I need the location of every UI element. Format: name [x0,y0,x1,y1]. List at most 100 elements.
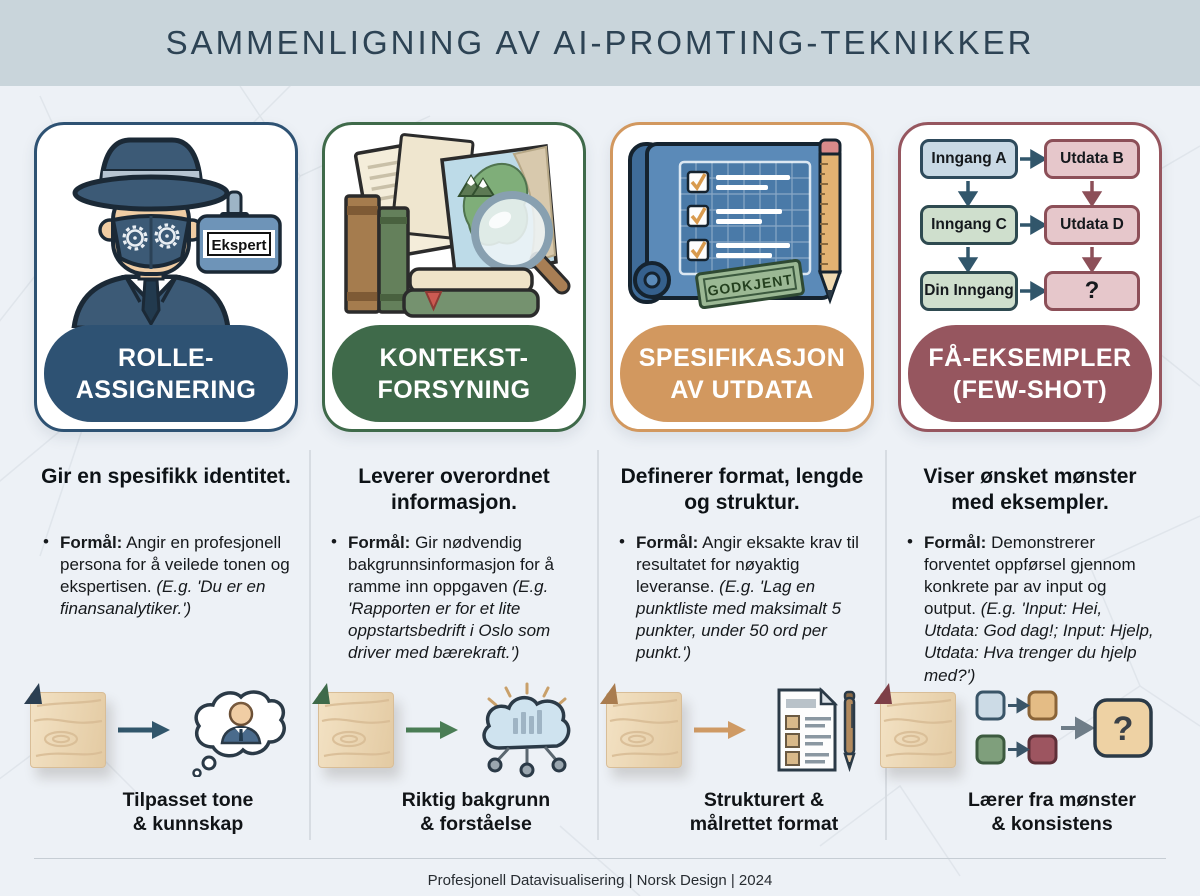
formal-bullet: Formål: Angir en profesjonell persona fo… [38,531,294,620]
column-divider [597,450,599,840]
description-fa-eksempler: Viser ønsket mønster med eksempler. Form… [898,448,1162,685]
formal-example: (E.g. 'Input: Hei, Utdata: God dag!; Inp… [924,599,1154,685]
footer: Profesjonell Datavisualisering | Norsk D… [34,858,1166,889]
description-spesifikasjon-utdata: Definerer format, lengde og struktur. Fo… [610,448,874,680]
card-illustration: Inngang A Utdata B Inngang C Utdata D Di… [901,125,1159,327]
card-fa-eksempler: Inngang A Utdata B Inngang C Utdata D Di… [898,122,1162,432]
outcome-rolle-assignering: Tilpasset tone & kunnskap [24,680,298,844]
pattern-learning-icon: ? [975,690,1153,765]
corner-fold [600,683,618,704]
formal-text: Demonstrerer forventet oppførsel gjennom… [924,533,1136,619]
books-map-illustration [344,133,571,318]
description-row: Gir en spesifikk identitet. Formål: Angi… [34,448,1166,685]
card-rolle-assignering: Ekspert ROLLE- ASSIGNERING [34,122,298,432]
summary-heading: Definerer format, lengde og struktur. [620,465,864,515]
cloud-knowledge-icon [482,682,571,778]
wooden-block [600,683,682,768]
wood-grain [883,698,953,758]
description-kontekst-forsyning: Leverer overordnet informasjon. Formål: … [322,448,586,680]
pen-icon [843,690,856,773]
page-title: SAMMENLIGNING AV AI-PROMTING-TEKNIKKER [165,24,1035,61]
formal-text: Gir nødvendig bakgrunnsinformasjon for å… [348,533,555,597]
card-title-rolle-assignering: ROLLE- ASSIGNERING [44,325,288,422]
summary-heading: Viser ønsket mønster med eksempler. [923,465,1137,515]
godkjent-stamp: GODKJENT [695,258,805,310]
gear-icons [122,223,180,251]
formal-example: (E.g. 'Lag en punktliste med maksimalt 5… [636,577,842,663]
card-title-fa-eksempler: FÅ-EKSEMPLER (FEW-SHOT) [908,325,1152,422]
formal-label: Formål: [348,533,411,552]
wooden-block [312,683,394,768]
arrow-right-icon [118,721,170,739]
outcome-fa-eksempler: ? Lærer fra mønster & konsistens [874,680,1162,844]
arrow-right-icon [694,721,746,739]
flow-node-inngang-a: Inngang A [920,139,1018,179]
outcome-label: Strukturert & målrettet format [689,789,839,836]
checklist-rows [785,715,831,766]
wooden-block [24,683,106,768]
blueprint-checklist-illustration: GODKJENT [628,138,843,310]
pencil-icon [817,138,843,305]
summary-heading: Gir en spesifikk identitet. [41,465,291,488]
flow-node-utdata-b: Utdata B [1044,139,1140,179]
flow-node-inngang-c: Inngang C [920,205,1018,245]
column-divider [309,450,311,840]
content: Ekspert ROLLE- ASSIGNERING [0,86,1200,844]
formal-label: Formål: [60,533,123,552]
data-bars [513,710,542,734]
outcome-spesifikasjon-utdata: Strukturert & målrettet format [600,680,874,844]
summary-heading: Leverer overordnet informasjon. [358,465,550,515]
outcome-label: Tilpasset tone & kunnskap [122,789,254,836]
card-title-kontekst-forsyning: KONTEKST- FORSYNING [332,325,576,422]
flow-node-question: ? [1044,271,1140,311]
checklist [686,170,790,262]
question-mark: ? [1113,710,1134,748]
formal-label: Formål: [924,533,987,552]
outcome-kontekst-forsyning: Riktig bakgrunn & forståelse [312,680,586,844]
few-shot-flowchart: Inngang A Utdata B Inngang C Utdata D Di… [918,131,1142,327]
formal-text: Angir eksakte krav til resultatet for nø… [636,533,859,597]
formal-text: Angir en profesjonell persona for å veil… [60,533,290,597]
thought-bubble-persona-icon [192,690,286,777]
corner-fold [874,683,892,704]
expert-badge: Ekspert [196,190,282,274]
magnifier-icon [471,191,571,295]
footer-credit: Profesjonell Datavisualisering | Norsk D… [427,872,773,889]
formal-bullet: Formål: Angir eksakte krav til resultate… [614,531,870,665]
corner-fold [24,683,42,704]
wood-grain [609,698,679,758]
mountain-icon [457,174,496,197]
formal-bullet: Formål: Demonstrerer forventet oppførsel… [902,531,1158,687]
card-title-spesifikasjon-utdata: SPESIFIKASJON AV UTDATA [620,325,864,422]
outcome-label: Lærer fra mønster & konsistens [968,789,1136,836]
structured-document-icon [777,686,856,773]
arrow-right-icon [406,721,458,739]
column-divider [885,450,887,840]
technique-cards-row: Ekspert ROLLE- ASSIGNERING [34,122,1166,432]
formal-example: (E.g. 'Rapporten er for et lite oppstart… [348,577,551,663]
badge-label: Ekspert [211,237,266,254]
flow-node-utdata-d: Utdata D [1044,205,1140,245]
standing-books [344,194,410,314]
outcome-label: Riktig bakgrunn & forståelse [401,789,551,836]
outcome-row: Tilpasset tone & kunnskap [24,680,1166,844]
card-illustration [325,125,583,327]
bookmark [424,291,443,312]
flow-node-din-inngang: Din Inngang [920,271,1018,311]
formal-label: Formål: [636,533,699,552]
card-illustration: GODKJENT [613,125,871,327]
formal-bullet: Formål: Gir nødvendig bakgrunnsinformasj… [326,531,582,665]
card-spesifikasjon-utdata: GODKJENT SPESIFIKASJON AV UTDATA [610,122,874,432]
card-illustration: Ekspert [37,125,295,328]
spy-expert-illustration: Ekspert [71,137,282,328]
wood-grain [33,698,103,758]
header: SAMMENLIGNING AV AI-PROMTING-TEKNIKKER [0,0,1200,86]
formal-example: (E.g. 'Du er en finansanalytiker.') [60,577,266,619]
wooden-block [874,683,956,768]
card-kontekst-forsyning: KONTEKST- FORSYNING [322,122,586,432]
description-rolle-assignering: Gir en spesifikk identitet. Formål: Angi… [34,448,298,680]
wood-grain [321,698,391,758]
flowchart-arrows [957,148,1103,302]
stacked-books [402,267,540,318]
corner-fold [312,683,330,704]
